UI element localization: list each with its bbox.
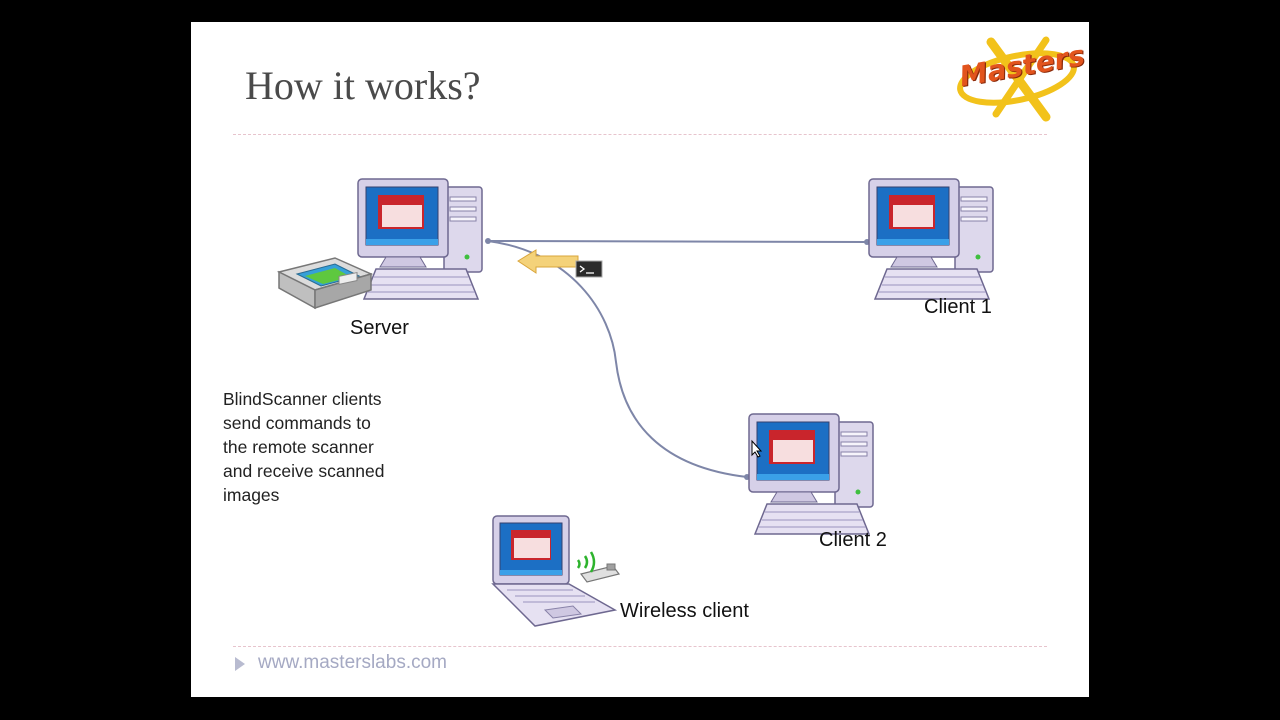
caption-line: BlindScanner clients [223, 389, 382, 409]
command-arrow-icon [517, 249, 603, 278]
command-prompt-icon [575, 260, 603, 278]
masters-logo-icon [957, 36, 1077, 122]
client1-label: Client 1 [924, 296, 992, 318]
flatbed-scanner-icon [276, 257, 374, 310]
caption-line: send commands to [223, 413, 371, 433]
wireless-laptop-icon [491, 515, 621, 627]
title-divider [233, 134, 1047, 135]
wireless-adapter-icon [576, 551, 621, 583]
client1-computer-icon [868, 178, 994, 300]
server-client1-link [487, 240, 868, 243]
slide: How it works? Masters [191, 22, 1089, 697]
laptop-icon [491, 515, 618, 627]
client2-label: Client 2 [819, 529, 887, 551]
desktop-computer-icon [868, 178, 994, 300]
desktop-computer-icon [748, 413, 874, 535]
mouse-cursor-icon [751, 439, 763, 458]
wireless-client-label: Wireless client [620, 600, 749, 622]
caption-line: images [223, 485, 280, 505]
caption-line: the remote scanner [223, 437, 374, 457]
caption-line: and receive scanned [223, 461, 385, 481]
network-links [485, 238, 870, 480]
slide-title: How it works? [245, 63, 481, 108]
diagram-caption: BlindScanner clients send commands to th… [223, 387, 423, 507]
server-label: Server [350, 317, 409, 339]
desktop-computer-icon [357, 178, 483, 300]
footer-url[interactable]: www.masterslabs.com [258, 652, 447, 673]
server-computer-icon [357, 178, 483, 300]
footer-divider [233, 646, 1047, 647]
client2-computer-icon [748, 413, 874, 535]
footer-arrow-icon [235, 657, 245, 671]
